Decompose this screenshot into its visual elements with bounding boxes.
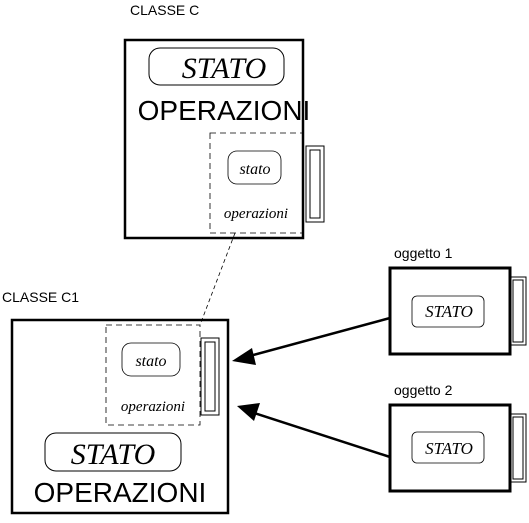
class-c-inner-operazioni: operazioni <box>224 206 288 222</box>
class-c-inner-box <box>209 132 304 234</box>
object-1-port-inner <box>512 279 524 343</box>
class-c1-inner-operazioni: operazioni <box>121 399 185 415</box>
class-c1-operazioni: OPERAZIONI <box>34 477 207 508</box>
object-2-port-outer <box>509 413 527 483</box>
object-2-port-inner <box>512 416 524 480</box>
class-c-title: CLASSE C <box>130 2 199 18</box>
object-1-title: oggetto 1 <box>394 245 453 261</box>
class-c1-port-outer <box>200 337 220 416</box>
class-c1-stato: STATO <box>71 438 155 471</box>
class-c1-port-inner <box>204 341 216 412</box>
arrow-object-1-line <box>245 316 391 359</box>
class-c-port-inner <box>309 149 321 219</box>
arrow-object-2-line <box>250 410 391 459</box>
object-1-stato: STATO <box>425 302 473 321</box>
class-c1-box <box>10 318 230 515</box>
arrow-object-1-head <box>232 348 256 365</box>
class-c-stato: STATO <box>182 52 266 85</box>
object-1-stato-box <box>411 295 485 328</box>
class-c1-inner-stato-box <box>121 342 181 377</box>
class-c-stato-box <box>148 47 285 86</box>
inheritance-connector <box>199 232 236 326</box>
class-c1-title: CLASSE C1 <box>2 289 79 305</box>
class-c-inner-stato: stato <box>239 161 270 178</box>
class-c-box <box>123 38 305 240</box>
object-2-stato-box <box>411 431 485 464</box>
class-c-operazioni: OPERAZIONI <box>138 95 311 126</box>
class-c1-stato-box <box>44 432 182 472</box>
object-1-port-outer <box>509 276 527 346</box>
class-c1-inner-stato: stato <box>135 353 166 370</box>
object-2-stato: STATO <box>425 439 473 458</box>
class-c1-inner-box <box>105 324 201 426</box>
class-c-port-outer <box>305 145 325 223</box>
object-2-title: oggetto 2 <box>394 382 453 398</box>
arrow-object-2-head <box>237 403 260 421</box>
class-c-inner-stato-box <box>227 150 282 185</box>
